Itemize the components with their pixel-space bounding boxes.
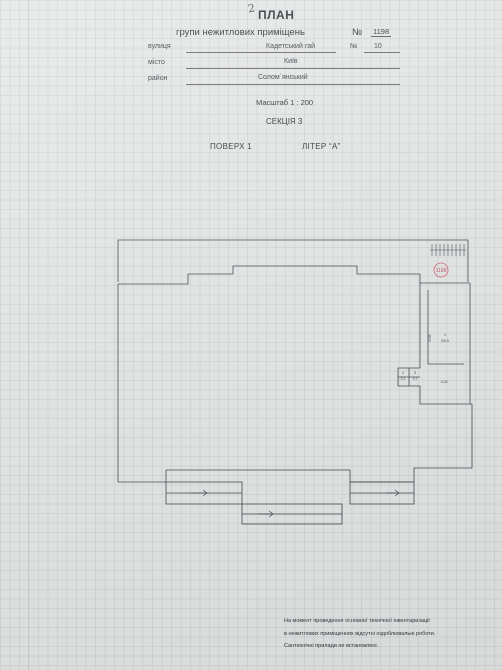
footer-note-line-1: На момент проведення основної технічної … <box>284 618 430 624</box>
street-value: Кадетський гай <box>266 43 316 50</box>
city-underline <box>186 68 400 69</box>
inventory-stamp <box>433 262 449 278</box>
section-label: СЕКЦІЯ 3 <box>266 117 303 126</box>
street-underline <box>186 52 336 53</box>
plan-scale: Масштаб 1 : 200 <box>256 98 314 107</box>
footer-note-line-2: в нежитлових приміщеннях відсутні оздобл… <box>284 631 436 637</box>
district-label: район <box>148 75 168 82</box>
room-small1-number: 2 <box>402 371 404 375</box>
document-subtitle: групи нежитлових приміщень <box>176 27 305 38</box>
room-main-number: 1 <box>444 332 447 337</box>
footer-note-line-3: Сантехнічні прилади не встановлені. <box>284 643 379 649</box>
building-number-value: 10 <box>374 43 382 50</box>
document-title: ПЛАН <box>258 8 295 22</box>
room-small2-area: 3.7 <box>413 377 418 381</box>
registry-number-label: № <box>352 27 363 38</box>
stair-hatching <box>430 244 466 256</box>
building-outline <box>117 265 473 483</box>
floor-label: ПОВЕРХ 1 <box>210 142 253 151</box>
entrance-arrows <box>190 489 400 518</box>
building-number-label: № <box>350 43 358 50</box>
city-value: Київ <box>284 58 298 65</box>
room-small2-number: 3 <box>414 371 416 375</box>
building-underline <box>364 52 400 53</box>
district-value: Солом`янський <box>258 74 308 81</box>
liter-label: ЛІТЕР “А” <box>302 142 341 151</box>
room-main-dimension: 8.85 <box>428 335 432 342</box>
room-small1-area: 3.1 <box>401 377 406 381</box>
room-main-area: 28.5 <box>441 338 450 343</box>
room-dimension-bottom: 3.05 <box>441 380 448 384</box>
partition-wall <box>397 283 470 405</box>
stamp-number: 1198 <box>436 268 447 274</box>
street-label: вулиця <box>148 43 171 50</box>
city-label: місто <box>148 59 165 66</box>
registry-number-value: 1198 <box>371 27 392 37</box>
binding-fold <box>28 0 30 670</box>
district-underline <box>186 84 400 85</box>
site-boundary <box>117 239 469 282</box>
partition-wall-inner <box>427 290 464 365</box>
